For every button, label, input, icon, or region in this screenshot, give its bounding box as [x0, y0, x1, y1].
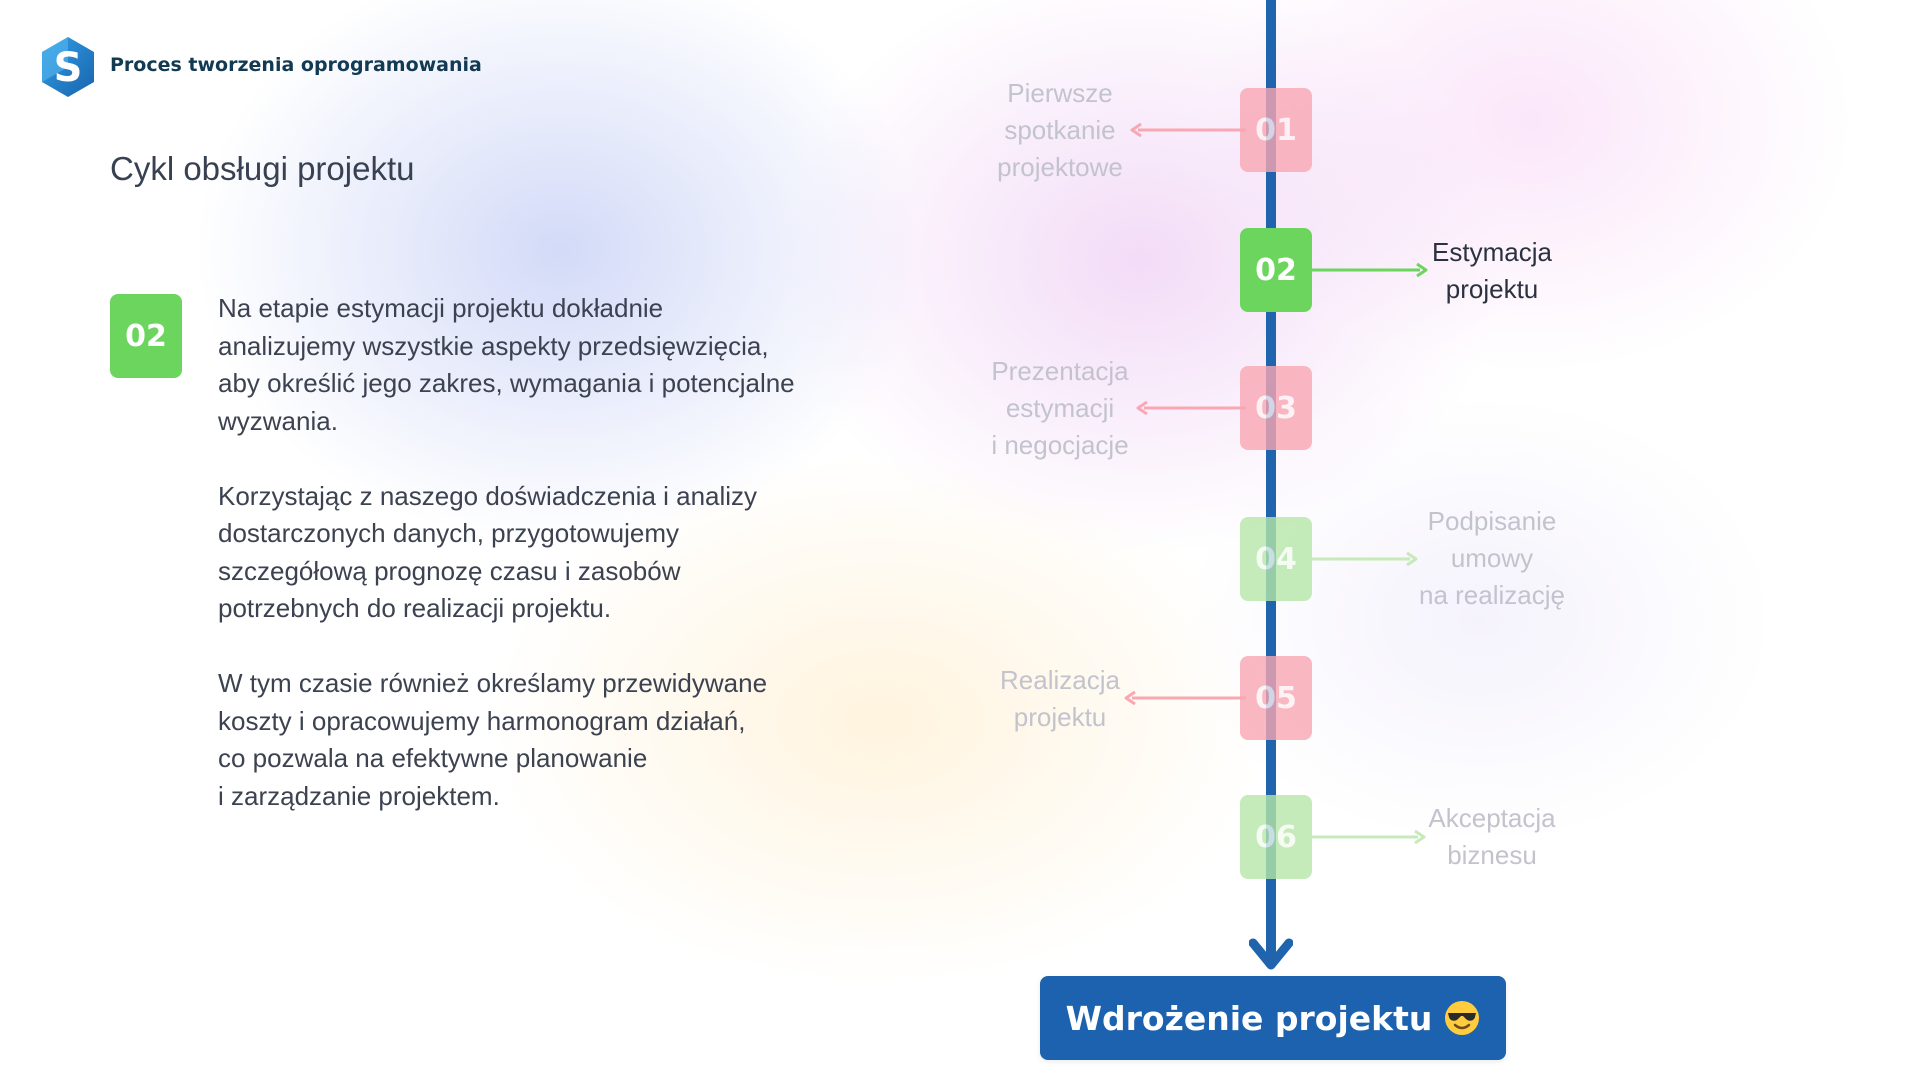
- detail-paragraph: Korzystając z naszego doświadczenia i an…: [218, 480, 758, 624]
- step-connector-01: [1130, 122, 1246, 138]
- detail-step-badge: 02: [110, 294, 182, 378]
- sunglasses-emoji-icon: [1445, 1001, 1480, 1035]
- timeline-line: [1266, 0, 1276, 958]
- step-badge-05[interactable]: 05: [1240, 656, 1312, 740]
- step-badge-04[interactable]: 04: [1240, 517, 1312, 601]
- step-label-01: Pierwsze spotkanie projektowe: [997, 78, 1123, 182]
- step-label-04: Podpisanie umowy na realizację: [1419, 506, 1565, 610]
- timeline-arrow-down-icon: [1249, 938, 1293, 970]
- step-connector-02: [1312, 262, 1428, 278]
- step-connector-06: [1312, 829, 1426, 845]
- section-title: Cykl obsługi projektu: [110, 150, 415, 187]
- step-badge-06[interactable]: 06: [1240, 795, 1312, 879]
- step-label-02: Estymacja projektu: [1432, 237, 1552, 304]
- detail-paragraph: Na etapie estymacji projektu dokładnie a…: [218, 293, 795, 436]
- step-connector-05: [1124, 690, 1246, 706]
- app-title: Proces tworzenia oprogramowania: [110, 54, 482, 76]
- svg-text:S: S: [54, 45, 83, 91]
- detail-paragraph: W tym czasie również określamy przewidyw…: [218, 668, 768, 811]
- logo-icon: S: [42, 37, 94, 97]
- step-connector-04: [1312, 551, 1418, 567]
- deploy-project-button[interactable]: Wdrożenie projektu: [1040, 976, 1506, 1060]
- step-badge-03[interactable]: 03: [1240, 366, 1312, 450]
- step-badge-01[interactable]: 01: [1240, 88, 1312, 172]
- step-badge-02[interactable]: 02: [1240, 228, 1312, 312]
- deploy-project-label: Wdrożenie projektu: [1065, 998, 1433, 1038]
- step-label-03: Prezentacja estymacji i negocjacje: [991, 356, 1129, 460]
- step-label-05: Realizacja projektu: [1000, 665, 1120, 732]
- step-label-06: Akceptacja biznesu: [1428, 803, 1556, 870]
- detail-description: Na etapie estymacji projektu dokładnie a…: [218, 290, 858, 853]
- step-connector-03: [1136, 400, 1246, 416]
